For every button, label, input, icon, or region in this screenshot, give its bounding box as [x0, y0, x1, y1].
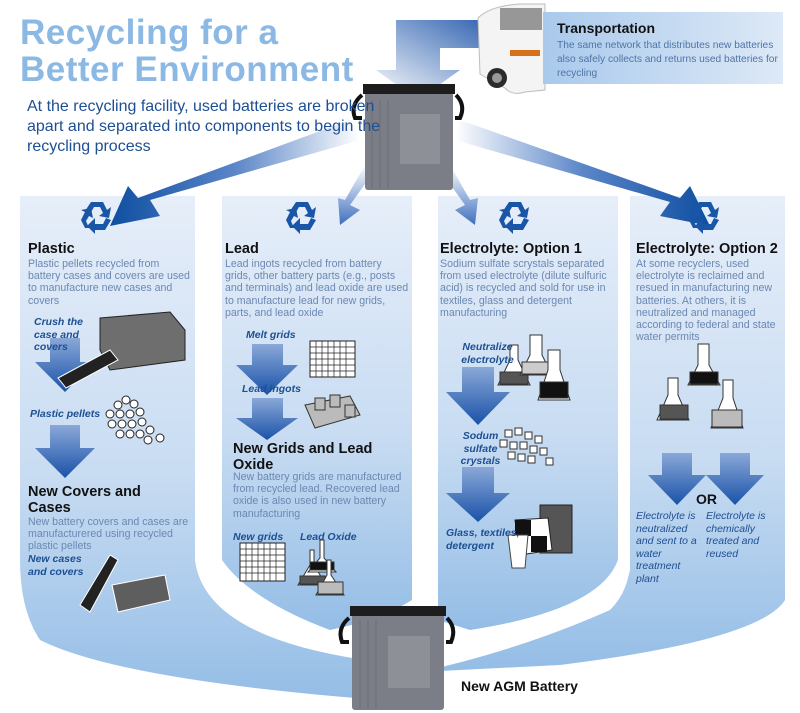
- step-label-plastic-pellets: Plastic pellets: [30, 408, 101, 420]
- transportation-title: Transportation: [557, 20, 656, 36]
- new-agm-battery-image: [338, 606, 456, 710]
- panel-electrolyte1-bg: [438, 196, 618, 630]
- step-label-sodium-sulfate: Sodum sulfate crystals: [460, 430, 501, 467]
- used-battery-image: [351, 84, 465, 190]
- lead-ingots-illustration: [304, 394, 361, 429]
- lead-oxide-flasks-illustration: [297, 539, 345, 596]
- or-label: OR: [696, 491, 717, 507]
- arrow-to-plastic: [110, 120, 360, 226]
- crushed-case-illustration: [57, 311, 186, 389]
- new-cases-illustration: [79, 554, 171, 613]
- electrolyte-option1-description: Sodium sulfate scrystals separated from …: [440, 258, 607, 319]
- step-label-neutralize: Neutralize electrolyte: [461, 341, 514, 366]
- step-label-glass-textiles: Glass, textiles, detergent: [446, 527, 520, 552]
- panel-electrolyte2-bg: [420, 196, 785, 672]
- electrolyte-option2-description: At some recyclers, used electrolyte is r…: [636, 258, 776, 344]
- electrolyte-option1-title: Electrolyte: Option 1: [440, 241, 582, 257]
- lead-description: Lead ingots recycled from battery grids,…: [225, 258, 409, 319]
- lead-title: Lead: [225, 241, 259, 257]
- plastic-description: Plastic pellets recycled from battery ca…: [28, 258, 190, 307]
- title-line-1: Recycling for a: [20, 13, 279, 52]
- step-label-crush: Crush the case and covers: [34, 316, 84, 353]
- step-label-lead-ingots: Lead ingots: [242, 383, 301, 395]
- new-grids-title: New Grids and Lead Oxide: [233, 441, 373, 473]
- electrolyte-option2-title: Electrolyte: Option 2: [636, 241, 778, 257]
- intro-text: At the recycling facility, used batterie…: [27, 98, 381, 155]
- transport-van-image: [477, 3, 546, 94]
- title-line-2: Better Environment: [20, 50, 354, 89]
- new-grids-label: New grids: [233, 531, 284, 543]
- outcome-reused: Electrolyte is chemically treated and re…: [706, 510, 766, 560]
- new-agm-battery-label: New AGM Battery: [461, 678, 578, 694]
- glass-textiles-detergent-illustration: [507, 504, 573, 569]
- new-grids-description: New battery grids are manufactured from …: [233, 471, 402, 520]
- lead-oxide-label: Lead Oxide: [300, 531, 357, 543]
- arrow-to-electrolyte2: [455, 120, 710, 226]
- step-arrow: [35, 338, 764, 522]
- sodium-sulfate-crystals-illustration: [499, 427, 554, 466]
- plastic-title: Plastic: [28, 241, 75, 257]
- recycle-icon: [81, 202, 719, 234]
- new-cases-label: New cases and covers: [28, 553, 84, 578]
- new-covers-description: New battery covers and cases are manufac…: [28, 516, 189, 553]
- plastic-pellets-illustration: [105, 395, 165, 445]
- electrolyte-option2-flasks-illustration: [656, 343, 744, 429]
- new-covers-title: New Covers and Cases: [28, 484, 141, 516]
- transportation-box: Transportation The same network that dis…: [543, 12, 783, 84]
- transportation-description: The same network that distributes new ba…: [557, 40, 778, 79]
- outcome-neutralized: Electrolyte is neutralized and sent to a…: [636, 510, 697, 585]
- electrolyte-flasks-illustration: [497, 334, 571, 401]
- grid-illustration: [239, 340, 356, 582]
- page-title: Recycling for a Better Environment: [20, 14, 354, 88]
- step-label-melt-grids: Melt grids: [246, 329, 296, 341]
